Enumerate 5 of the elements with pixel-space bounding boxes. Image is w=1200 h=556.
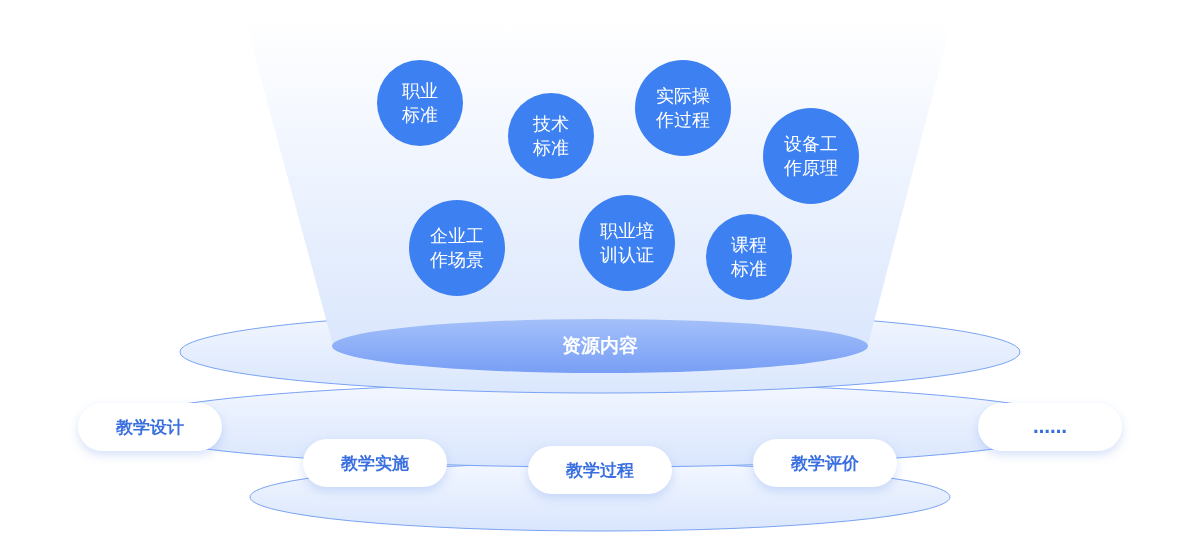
stage-pill: 教学过程	[528, 446, 672, 494]
stage-pill: 教学设计	[78, 403, 222, 451]
stage-pill: 教学实施	[303, 439, 447, 487]
stage-pill: 教学评价	[753, 439, 897, 487]
stage-pill: ……	[978, 403, 1122, 451]
